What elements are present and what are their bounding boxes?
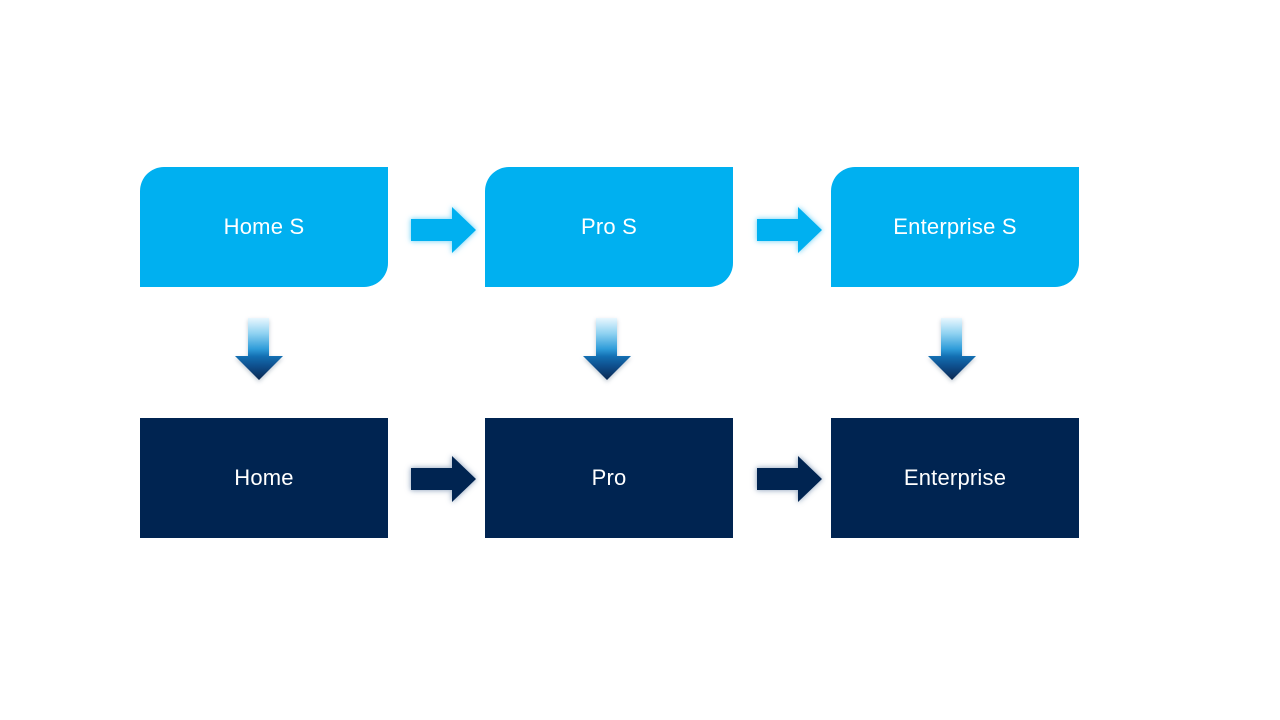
down-arrow-icon: [928, 318, 976, 380]
node-pro: Pro: [485, 418, 733, 538]
down-arrow-icon: [235, 318, 283, 380]
right-arrow-icon: [411, 456, 476, 502]
node-home-s: Home S: [140, 167, 388, 287]
right-arrow-icon: [411, 207, 476, 253]
node-label: Enterprise: [903, 465, 1007, 490]
node-label: Pro S: [580, 214, 638, 239]
node-enterprise-s: Enterprise S: [831, 167, 1079, 287]
node-label: Home S: [223, 214, 305, 239]
node-label: Enterprise S: [893, 214, 1017, 239]
node-label: Pro: [591, 465, 627, 490]
node-pro-s: Pro S: [485, 167, 733, 287]
node-label: Home: [234, 465, 294, 490]
right-arrow-icon: [757, 456, 822, 502]
right-arrow-icon: [757, 207, 822, 253]
node-enterprise: Enterprise: [831, 418, 1079, 538]
down-arrow-icon: [583, 318, 631, 380]
node-home: Home: [140, 418, 388, 538]
